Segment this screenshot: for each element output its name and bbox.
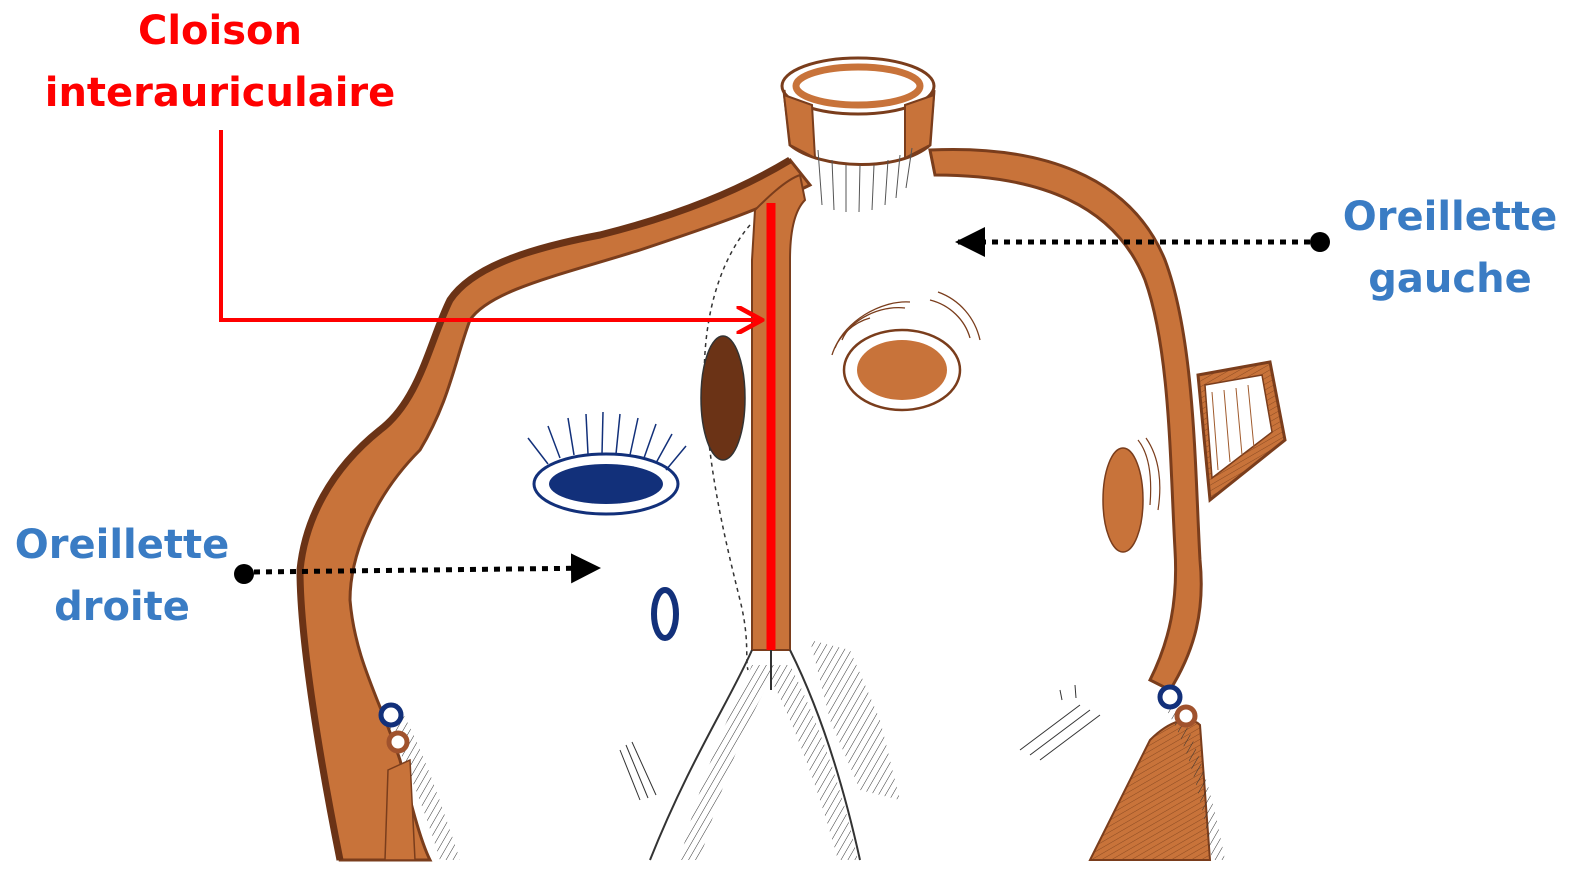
septum-muscle [752,175,805,650]
right-atrium-label-line2: droite [0,576,244,638]
septum-label: Cloison interauriculaire [40,0,400,124]
right-coronary-artery [389,733,407,751]
left-atrium-label: Oreillette gauche [1330,186,1570,310]
vena-cava-orifice [549,464,663,504]
pulmonary-vein-orifice [857,340,947,400]
septum-label-line1: Cloison [40,0,400,62]
right-coronary-vein [381,705,401,725]
coronary-sinus-orifice [654,590,676,638]
left-atrium-wall [930,149,1201,690]
right-atrium-label-line1: Oreillette [0,514,244,576]
septum-label-line2: interauriculaire [40,62,400,124]
pulmonary-vein-orifice-2 [1103,448,1143,552]
lower-right-atrium-muscle-tab [385,760,415,860]
left-atrium-label-line2: gauche [1330,248,1570,310]
left-coronary-artery [1177,707,1195,725]
right-atrium-label: Oreillette droite [0,514,244,638]
left-coronary-vein [1160,687,1180,707]
left-atrium-leader-dot [1310,232,1330,252]
oval-fossa [701,336,745,460]
aorta-hatching [818,148,912,212]
left-atrium-label-line1: Oreillette [1330,186,1570,248]
aorta-left-band [784,95,815,158]
